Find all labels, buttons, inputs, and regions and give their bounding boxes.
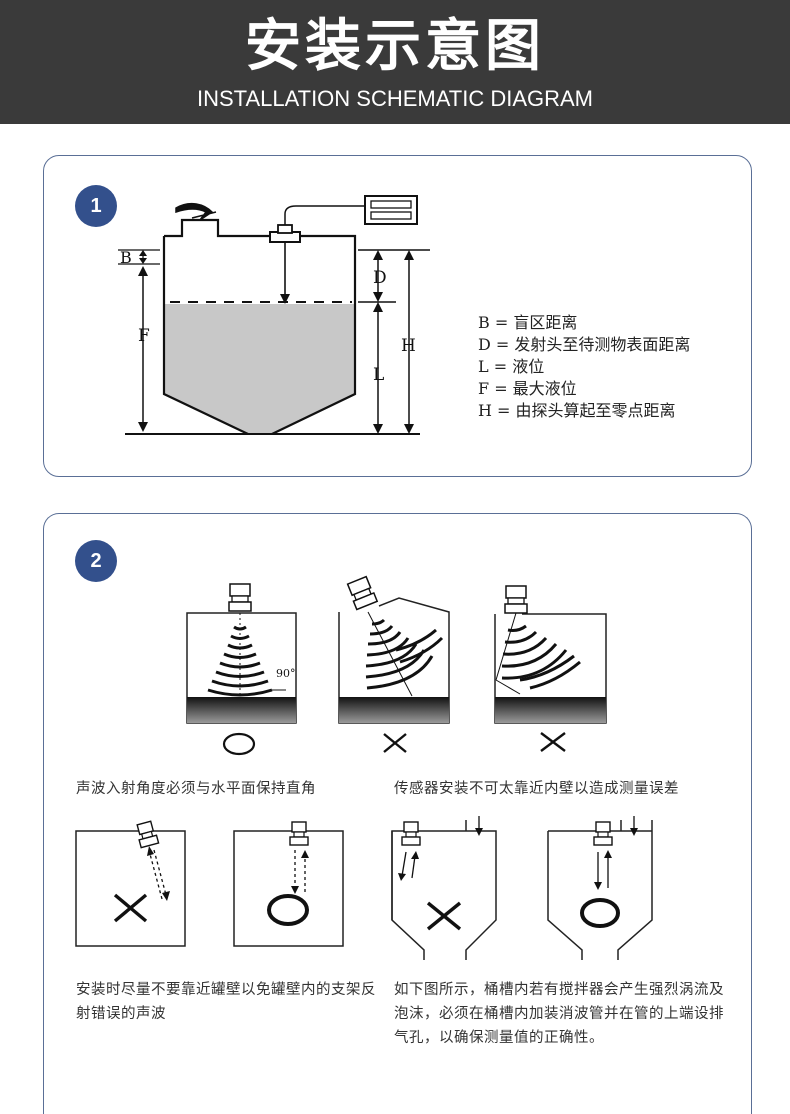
caption-wall-distance: 传感器安装不可太靠近内壁以造成测量误差 xyxy=(394,781,679,797)
title-cn: 安装示意图 xyxy=(245,14,545,79)
correct-mark xyxy=(580,898,620,928)
section-2-diagrams: 90° xyxy=(75,575,653,960)
panel-perpendicular: 90° xyxy=(186,583,297,756)
section-1-diagram: B F D L H xyxy=(118,195,430,435)
title-en: INSTALLATION SCHEMATIC DIAGRAM xyxy=(196,86,594,111)
legend-item: B = 盲区距离 xyxy=(478,313,578,332)
legend-item: F = 最大液位 xyxy=(478,379,577,398)
wrong-mark xyxy=(540,732,566,752)
section-2-badge: 2 xyxy=(75,540,117,582)
panel-hopper-wrong xyxy=(391,816,497,960)
panel-hopper-correct xyxy=(547,816,653,960)
label-b: B xyxy=(120,248,132,267)
wrong-mark xyxy=(113,893,148,923)
label-h: H xyxy=(401,336,416,356)
page-header: 安装示意图 INSTALLATION SCHEMATIC DIAGRAM xyxy=(0,0,790,124)
sensor-icon xyxy=(595,821,611,833)
legend: B = 盲区距离 D = 发射头至待测物表面距离 L = 液位 F = 最大液位… xyxy=(478,312,690,422)
correct-mark xyxy=(267,894,309,926)
sensor-icon xyxy=(229,583,251,597)
caption-perpendicular: 声波入射角度必须与水平面保持直角 xyxy=(76,781,316,797)
wrong-mark xyxy=(426,901,462,931)
liquid-fill xyxy=(164,304,355,434)
label-l: L xyxy=(373,365,384,385)
label-f: F xyxy=(138,326,150,346)
angle-label: 90° xyxy=(276,667,296,680)
section-1-badge: 1 xyxy=(75,185,117,227)
label-d: D xyxy=(373,268,387,288)
caption-stirrer: 如下图所示，桶槽内若有搅拌器会产生强烈涡流及泡沫，必须在桶槽内加装消波管并在管的… xyxy=(394,982,724,1046)
legend-item: L = 液位 xyxy=(478,357,545,376)
panel-vertical-correct xyxy=(233,821,344,947)
wrong-mark xyxy=(383,733,407,753)
panel-near-wall xyxy=(494,585,607,752)
inlet-nozzle-icon xyxy=(175,202,217,221)
tank-outline xyxy=(162,218,357,435)
legend-item: H = 由探头算起至零点距离 xyxy=(478,401,676,420)
correct-mark xyxy=(222,732,256,756)
sensor-cable xyxy=(284,205,365,225)
sensor-icon xyxy=(291,821,307,833)
caption-tank-wall: 安装时尽量不要靠近罐壁以免罐壁内的支架反射错误的声波 xyxy=(76,982,376,1022)
sensor-icon xyxy=(403,821,419,833)
panel-wall-reflection-wrong xyxy=(75,820,186,947)
sensor-icon xyxy=(505,585,527,599)
panel-tilted-sensor xyxy=(338,575,450,753)
legend-item: D = 发射头至待测物表面距离 xyxy=(478,335,691,354)
